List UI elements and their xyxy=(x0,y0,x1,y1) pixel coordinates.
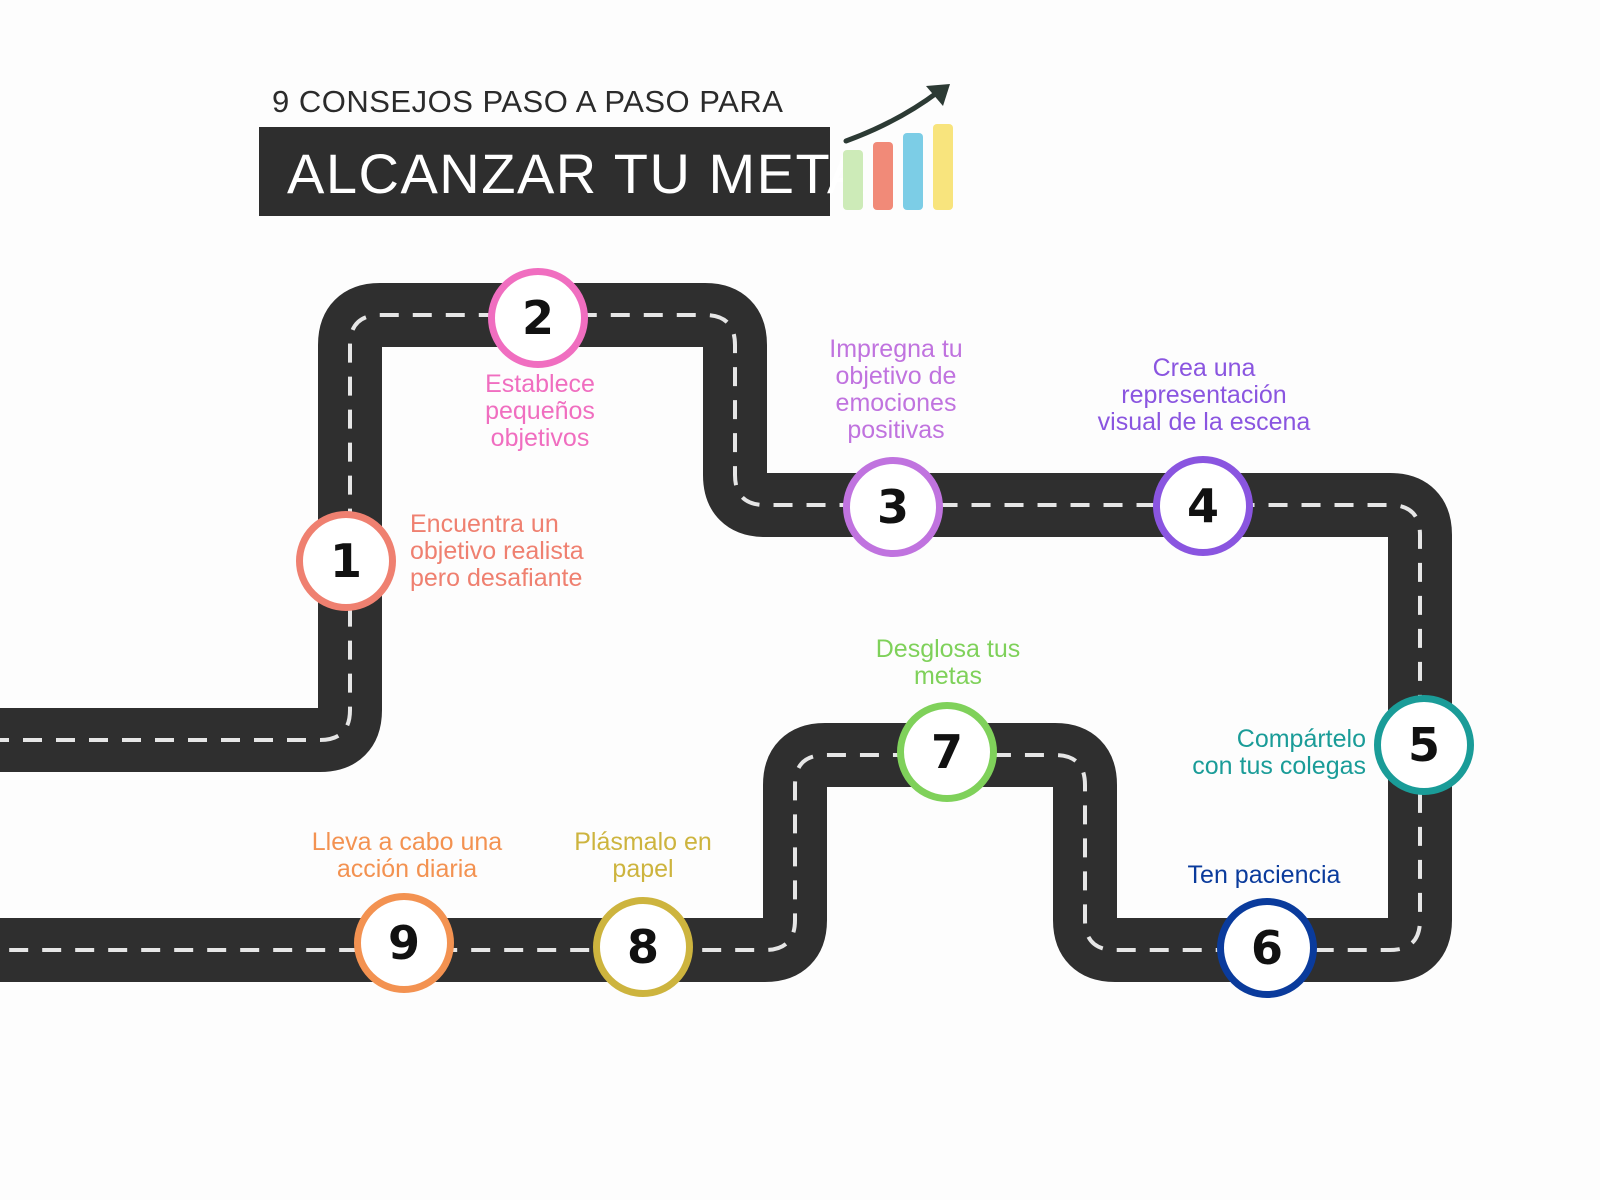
step-label-line: objetivos xyxy=(490,424,590,452)
step-label-line: pero desafiante xyxy=(410,564,583,592)
step-marker-1: 1 xyxy=(296,511,396,611)
step-marker-8: 8 xyxy=(593,897,693,997)
rising-arrow-line xyxy=(843,89,941,144)
step-number: 4 xyxy=(1186,479,1219,533)
step-label-line: Plásmalo en xyxy=(574,828,712,856)
chart-bar-red xyxy=(873,142,893,210)
step-label-line: Lleva a cabo una xyxy=(311,828,503,856)
step-label-line: representación xyxy=(1121,381,1287,409)
step-label-line: Establece xyxy=(485,370,595,398)
step-marker-7: 7 xyxy=(897,702,997,802)
step-label-line: Compártelo xyxy=(1236,725,1366,753)
step-label-line: Encuentra un xyxy=(410,510,559,538)
step-number: 6 xyxy=(1250,921,1283,975)
step-label-line: papel xyxy=(612,855,674,883)
step-label-line: metas xyxy=(913,662,983,690)
step-label-line: con tus colegas xyxy=(1192,752,1366,780)
step-label-6: Ten paciencia xyxy=(1188,862,1341,889)
step-label-line: pequeños xyxy=(485,397,595,425)
bar-chart-with-rising-arrow-icon xyxy=(843,84,953,210)
subtitle: 9 CONSEJOS PASO A PASO PARA xyxy=(272,84,784,119)
step-marker-5: 5 xyxy=(1374,695,1474,795)
step-label-line: objetivo de xyxy=(835,362,957,390)
step-label-line: objetivo realista xyxy=(410,537,584,565)
chart-bar-yellow xyxy=(933,124,953,210)
step-label-line: Desglosa tus xyxy=(875,635,1021,663)
rising-arrow-head xyxy=(926,84,950,106)
step-marker-9: 9 xyxy=(354,893,454,993)
step-marker-3: 3 xyxy=(843,457,943,557)
step-number: 5 xyxy=(1407,718,1440,772)
step-label-line: visual de la escena xyxy=(1097,408,1311,436)
step-number: 9 xyxy=(387,916,420,970)
step-marker-2: 2 xyxy=(488,268,588,368)
step-marker-6: 6 xyxy=(1217,898,1317,998)
step-number: 3 xyxy=(876,480,909,534)
title-box: ALCANZAR TU META xyxy=(259,127,864,216)
step-label-line: Impregna tu xyxy=(829,335,963,363)
step-label-line: Ten paciencia xyxy=(1187,861,1341,889)
step-number: 1 xyxy=(329,534,362,588)
page-title: ALCANZAR TU META xyxy=(287,142,866,205)
step-label-line: Crea una xyxy=(1152,354,1256,382)
step-label-line: acción diaria xyxy=(336,855,478,883)
road-lane-markings xyxy=(0,313,1422,952)
step-marker-4: 4 xyxy=(1153,456,1253,556)
chart-bar-green xyxy=(843,150,863,210)
chart-bar-blue xyxy=(903,133,923,210)
step-number: 2 xyxy=(521,291,554,345)
step-number: 7 xyxy=(930,725,963,779)
step-label-line: emociones xyxy=(835,389,957,417)
step-label-line: positivas xyxy=(847,416,945,444)
step-number: 8 xyxy=(626,920,659,974)
